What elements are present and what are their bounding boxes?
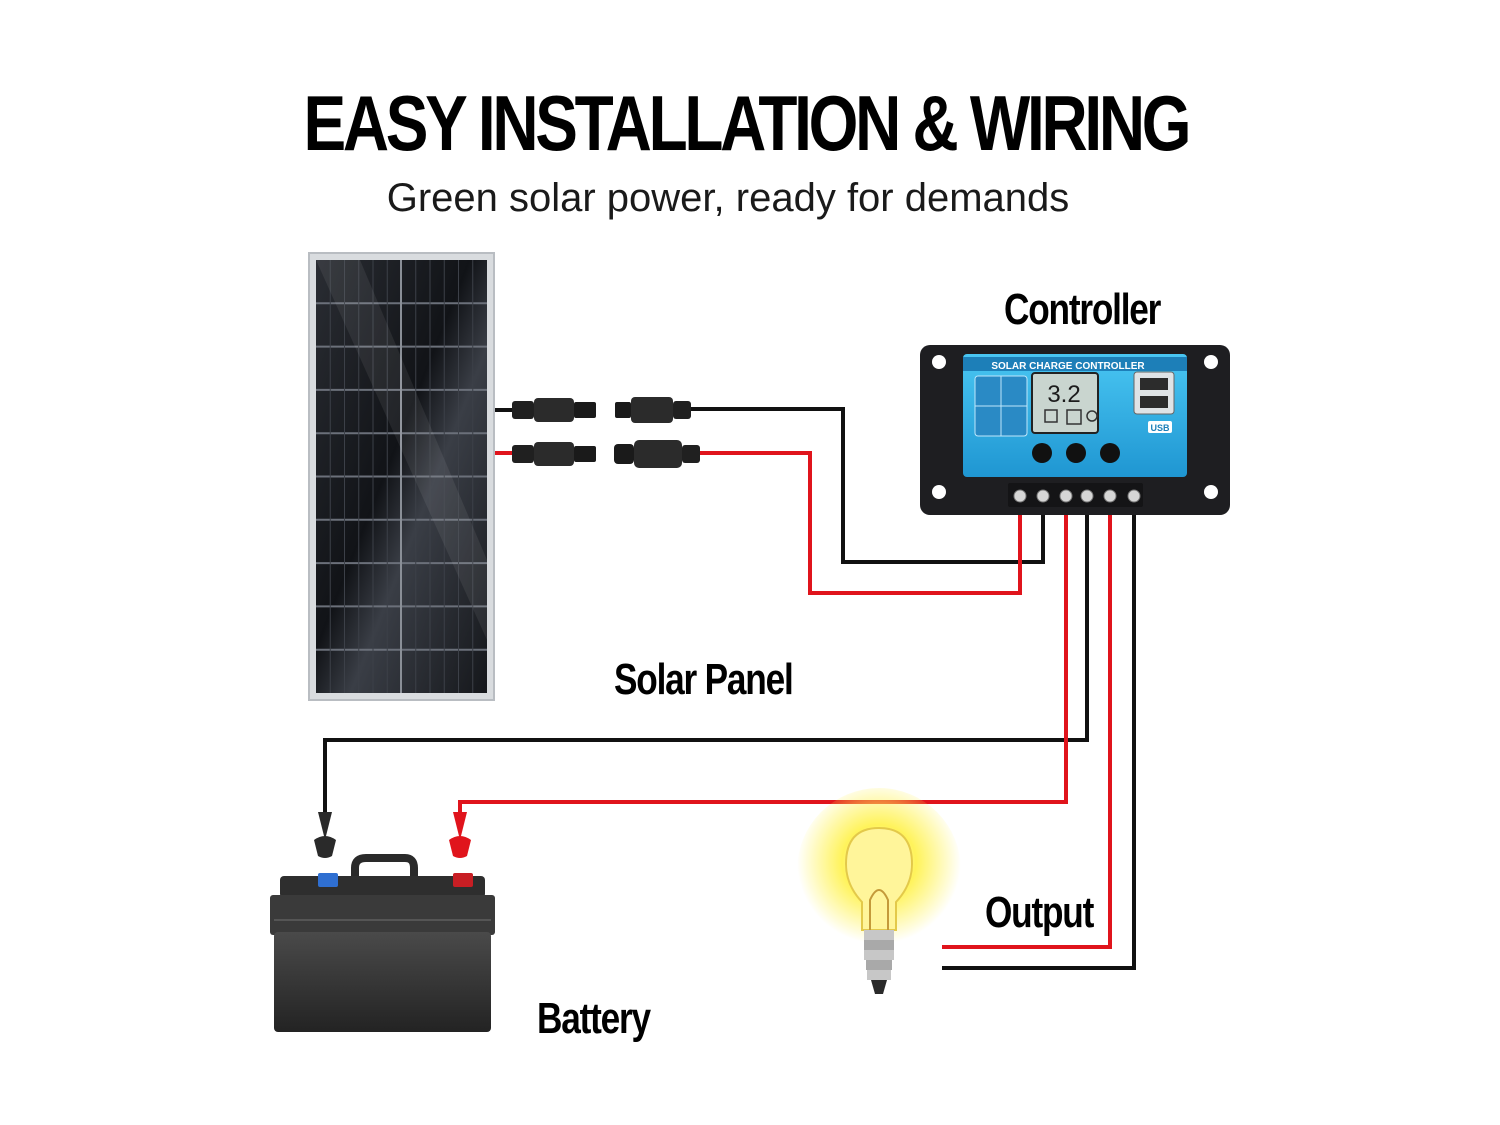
page-title: EASY INSTALLATION & WIRING [303,79,1191,167]
wires [323,407,1136,970]
alligator-clip-icon [314,812,471,858]
terminal-screw [1127,489,1141,503]
terminal-screw [1036,489,1050,503]
terminal-screw [1103,489,1117,503]
charge-controller-icon: SOLAR CHARGE CONTROLLER 3.2 USB [920,345,1230,515]
lcd-value: 3.2 [1047,381,1080,408]
pv-negative-wire [685,407,1045,564]
controller-button-down [1100,443,1120,463]
battery-positive-wire [458,505,1068,815]
output-negative-wire [942,505,1136,970]
terminal-screw [1013,489,1027,503]
output-positive-wire [942,505,1112,949]
label-battery: Battery [537,994,651,1043]
light-bulb-icon [797,788,961,994]
battery-negative-wire [323,505,1089,815]
controller-button-menu [1032,443,1052,463]
pv-positive-wire [697,451,1022,595]
label-solar-panel: Solar Panel [614,655,794,704]
battery-icon [270,854,495,1032]
label-controller: Controller [1004,285,1161,334]
usb-label: USB [1150,423,1170,433]
mc4-connector-icon [512,397,700,468]
terminal-screw [1059,489,1073,503]
page-subtitle: Green solar power, ready for demands [386,176,1070,220]
terminal-screw [1080,489,1094,503]
controller-button-up [1066,443,1086,463]
solar-panel-icon [308,252,495,701]
label-output: Output [985,888,1094,937]
controller-header-text: SOLAR CHARGE CONTROLLER [991,361,1145,372]
